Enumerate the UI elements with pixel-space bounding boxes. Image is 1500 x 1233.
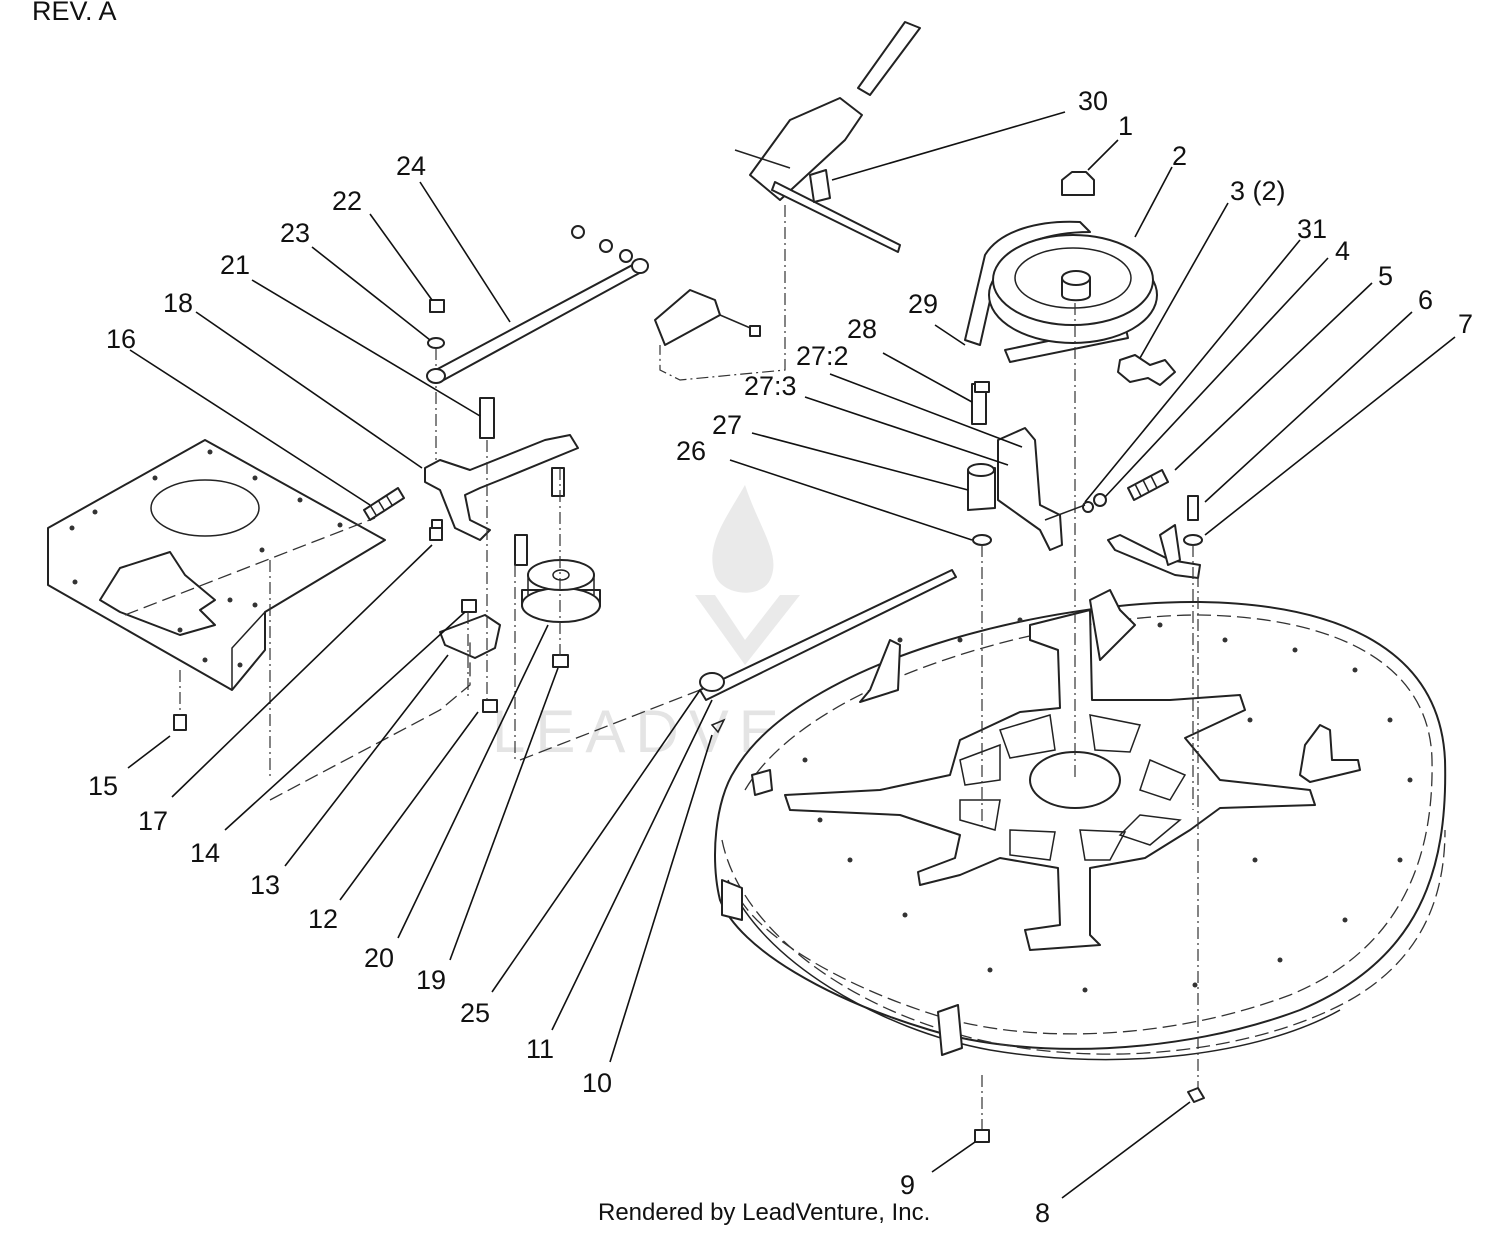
callout-1: 1 [1118,111,1133,141]
idler-arm-assembly [173,299,601,780]
callout-17: 17 [138,806,168,836]
callout-15: 15 [88,771,118,801]
callout-2: 2 [1172,141,1187,171]
callout-12: 12 [308,904,338,934]
callout-5: 5 [1378,261,1393,291]
callout-27: 27 [712,410,742,440]
idler-pulley [521,559,601,623]
callout-14: 14 [190,838,220,868]
callout-9: 9 [900,1170,915,1200]
callout-3: 3 (2) [1230,176,1286,206]
callout-11: 11 [526,1034,554,1064]
callout-28: 28 [847,314,877,344]
callout-13: 13 [250,870,280,900]
callout-31: 31 [1297,214,1327,244]
callout-16: 16 [106,324,136,354]
footer-credit: Rendered by LeadVenture, Inc. [598,1199,930,1226]
callout-29: 29 [908,289,938,319]
callout-21: 21 [220,250,250,280]
callout-4: 4 [1335,236,1350,266]
callout-labels: 30 1 2 3 (2) 31 4 5 6 7 29 28 27:2 27:3 … [88,86,1473,1228]
callout-6: 6 [1418,285,1433,315]
callout-30: 30 [1078,86,1108,116]
callout-18: 18 [163,288,193,318]
deck-pulley-assembly [964,171,1176,780]
callout-10: 10 [582,1068,612,1098]
callout-24: 24 [396,151,426,181]
mower-deck [714,589,1447,1061]
callout-19: 19 [416,965,446,995]
callout-26: 26 [676,436,706,466]
control-rod-assembly [426,21,921,384]
callout-23: 23 [280,218,310,248]
callout-7: 7 [1458,309,1473,339]
callout-22: 22 [332,186,362,216]
mounting-plate [47,439,386,691]
callout-25: 25 [460,998,490,1028]
bracket-linkage [699,381,1205,1143]
revision-label: REV. A [32,0,117,26]
callout-8: 8 [1035,1198,1050,1228]
leader-lines [127,111,1456,1199]
callout-27-3: 27:3 [744,371,797,401]
callout-27-2: 27:2 [796,341,849,371]
callout-20: 20 [364,943,394,973]
